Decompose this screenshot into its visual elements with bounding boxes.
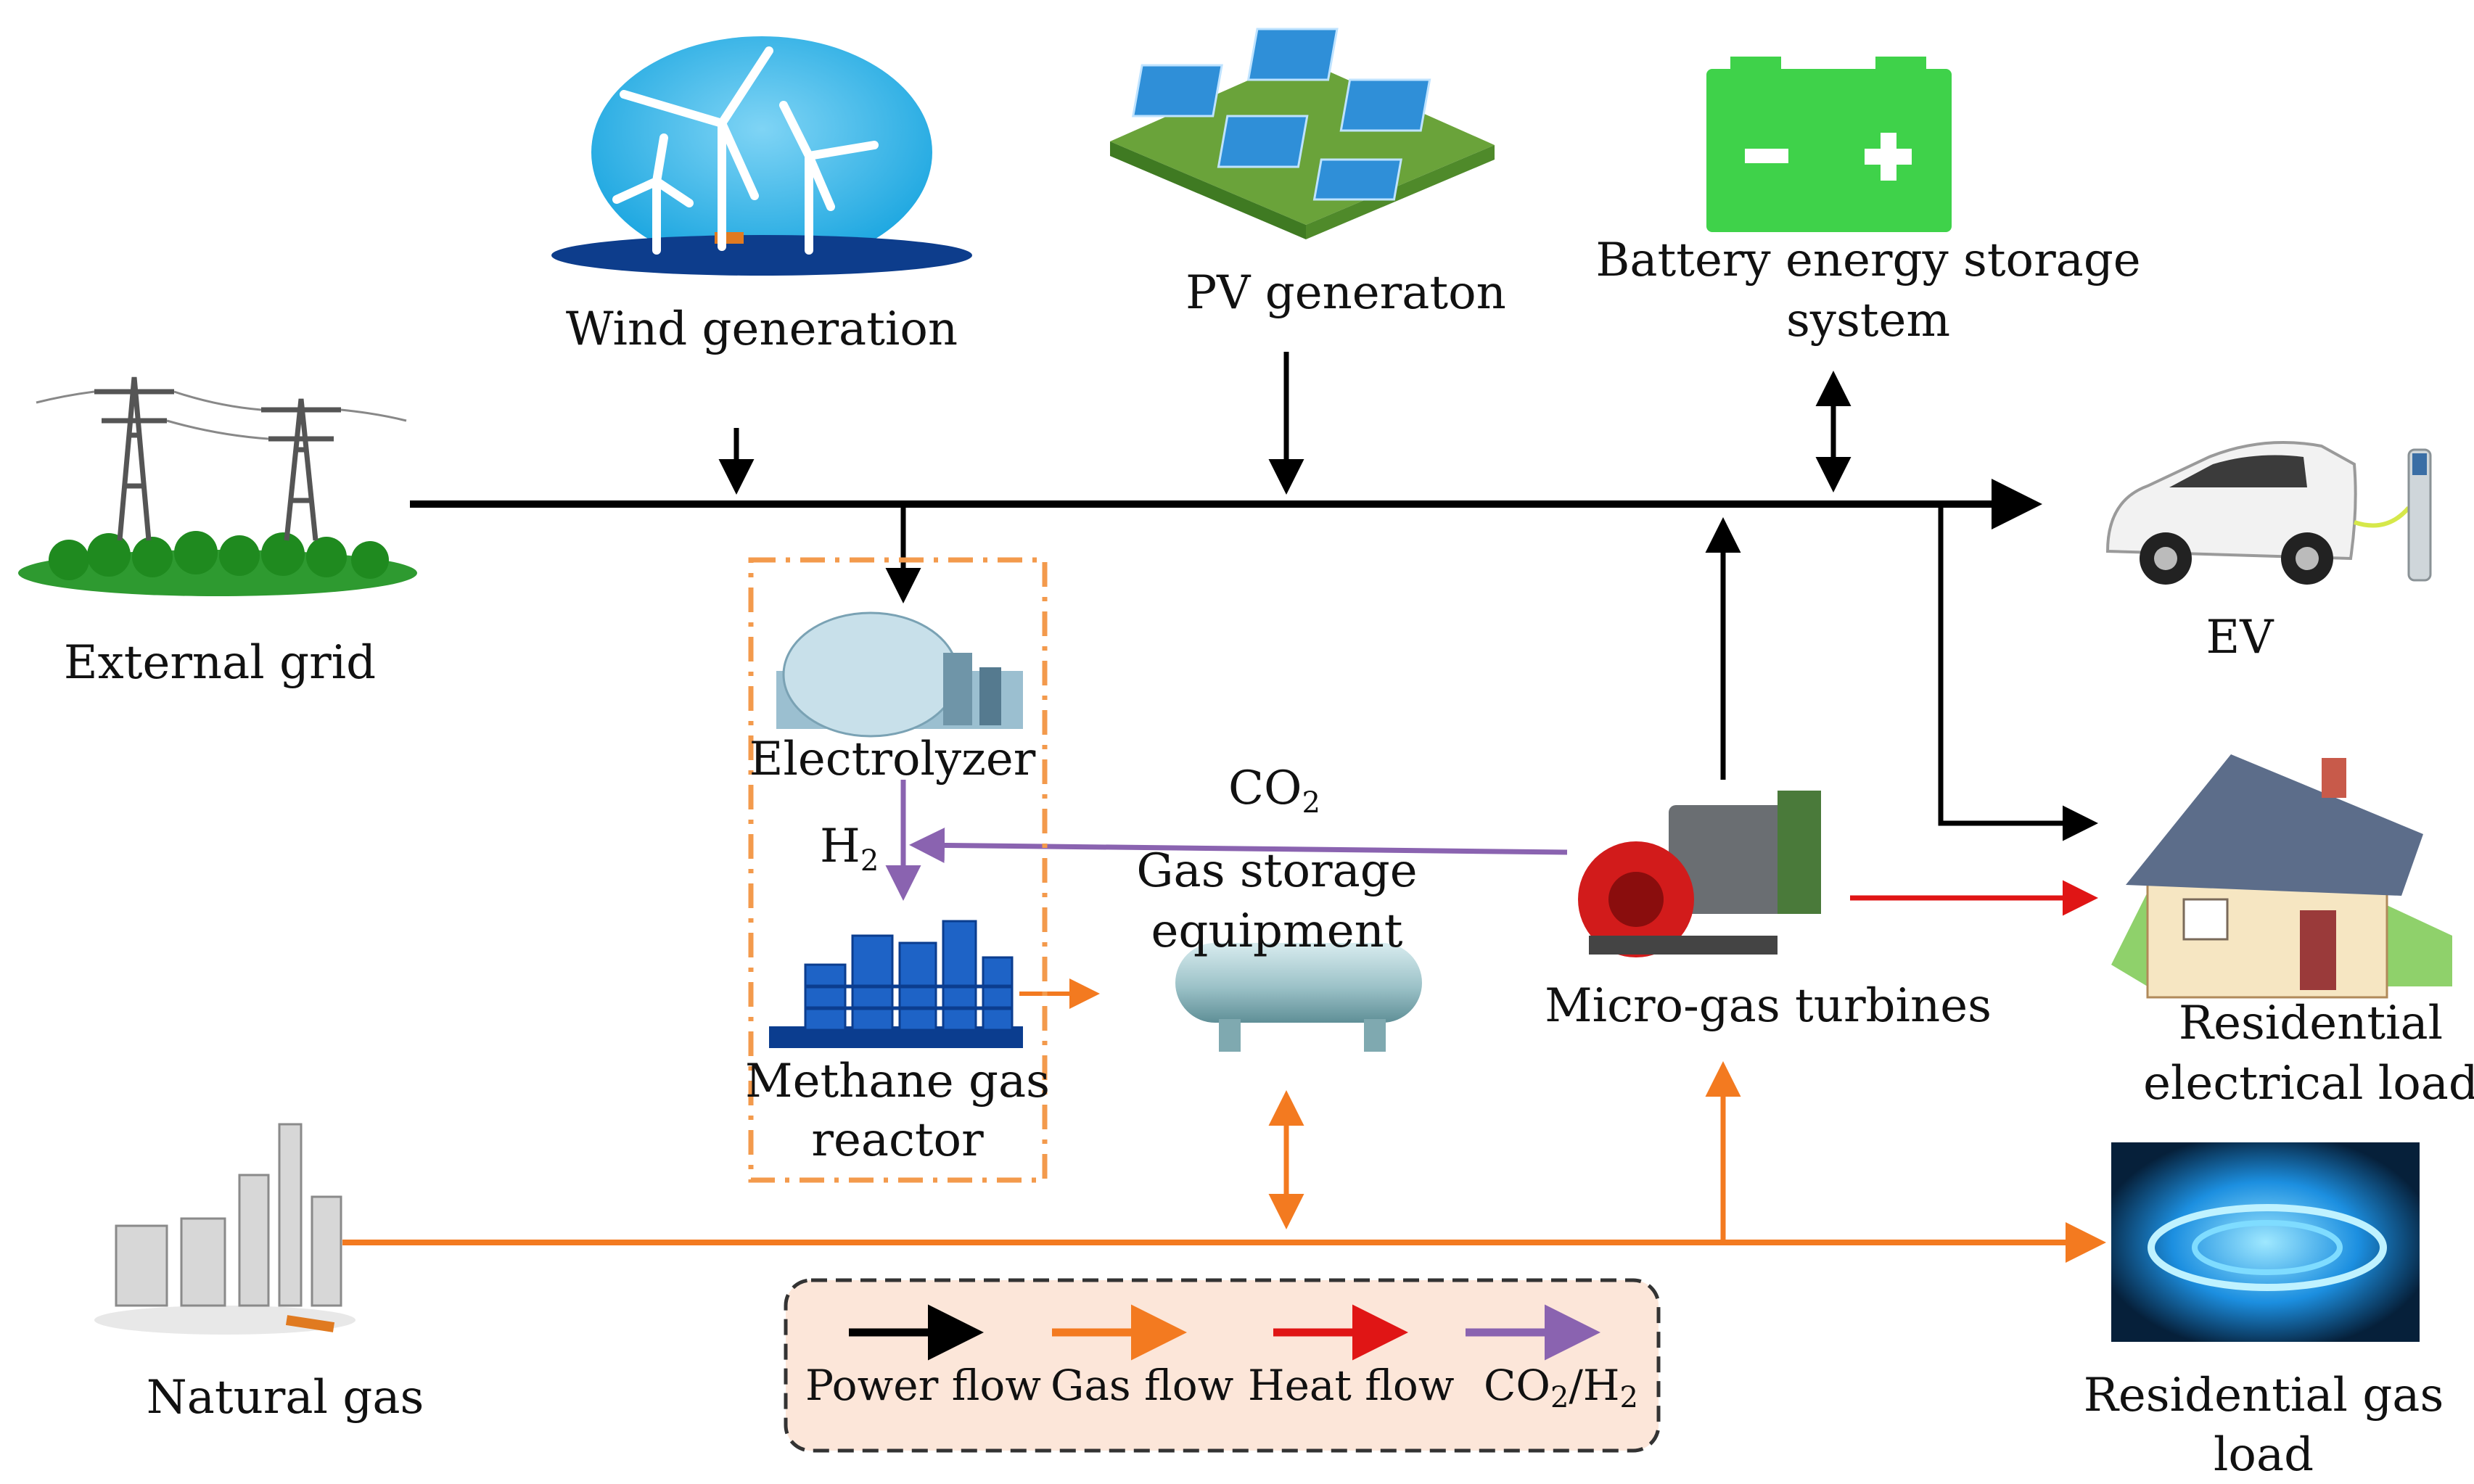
legend-gas-label: Gas flow: [1051, 1361, 1233, 1410]
electrolyzer-dome-icon: [776, 611, 1023, 738]
residential-gas-label-line1: Residential gas: [2084, 1369, 2444, 1422]
gas-storage-label-line2: equipment: [1151, 904, 1403, 958]
battery-label-line1: Battery energy storage: [1595, 234, 2140, 287]
external-grid-label: External grid: [64, 636, 376, 690]
solar-panels-icon: [1110, 28, 1495, 239]
co2-label: CO2: [1228, 762, 1320, 820]
residential-gas-label-line2: load: [2214, 1428, 2314, 1482]
legend-box: [784, 1278, 1661, 1453]
gas-flame-icon: [2111, 1142, 2420, 1342]
generator-icon: [1578, 791, 1821, 957]
residential-electrical-label-line1: Residential: [2179, 997, 2443, 1050]
methane-reactor-label-line2: reactor: [811, 1113, 984, 1167]
gas-storage-label-line1: Gas storage: [1136, 844, 1417, 898]
gas-tank-icon: [1175, 943, 1422, 1052]
battery-icon: [1706, 57, 1952, 232]
ev-label: EV: [2206, 611, 2275, 664]
micro-gas-turbines-label: Micro-gas turbines: [1545, 979, 1992, 1033]
battery-label-line2: system: [1786, 294, 1950, 347]
electric-car-icon: [2105, 441, 2432, 585]
wind-turbines-icon: [551, 36, 972, 276]
methane-reactor-icon: [769, 920, 1023, 1048]
power-to-gas-dashed-box: [748, 557, 1048, 1183]
h2-label: H2: [820, 820, 879, 878]
legend-power-label: Power flow: [805, 1361, 1041, 1410]
gas-plant-icon: [94, 1123, 356, 1335]
legend: Power flow Gas flow Heat flow CO2/H2: [784, 1278, 1661, 1453]
wind-generation-label: Wind generation: [566, 302, 958, 356]
methane-reactor-label-line1: Methane gas: [745, 1055, 1050, 1108]
natural-gas-label: Natural gas: [147, 1371, 424, 1425]
residential-electrical-label-line2: electrical load: [2143, 1057, 2474, 1110]
legend-heat-label: Heat flow: [1248, 1361, 1454, 1410]
bus-to-house-arrow: [1938, 504, 2098, 841]
electrolyzer-label: Electrolyzer: [749, 733, 1036, 786]
co2-return-arrow: [909, 827, 1568, 863]
house-icon: [2111, 754, 2452, 999]
pv-generation-label: PV generaton: [1185, 266, 1506, 320]
transmission-tower-icon: [18, 376, 417, 596]
legend-co2h2-label: CO2/H2: [1484, 1361, 1638, 1414]
